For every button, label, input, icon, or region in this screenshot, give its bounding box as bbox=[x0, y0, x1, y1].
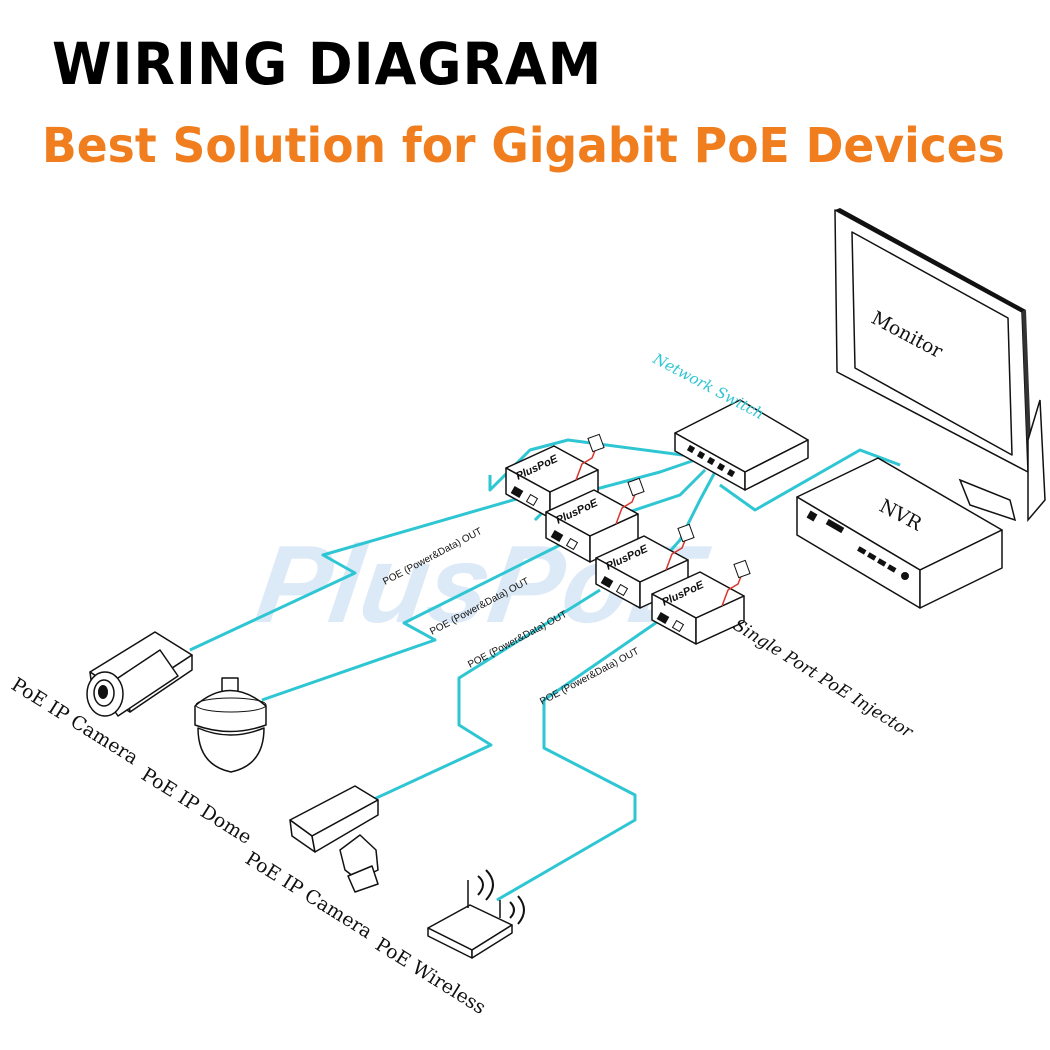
nvr-icon: NVR bbox=[796, 457, 1003, 609]
diagram-title: WIRING DIAGRAM bbox=[52, 30, 603, 98]
poe-injector-4: PlusPoE bbox=[651, 559, 751, 645]
cable-injector1-camera bbox=[189, 496, 521, 652]
wireless-router-icon bbox=[427, 869, 525, 959]
bullet-camera-icon bbox=[86, 631, 193, 717]
cable-injector4-wireless bbox=[496, 618, 661, 902]
diagram-subtitle: Best Solution for Gigabit PoE Devices bbox=[42, 118, 1005, 174]
poe-out-label-4: POE (Power&Data) OUT bbox=[538, 646, 641, 708]
poe-injector-2: PlusPoE bbox=[545, 477, 645, 563]
monitor-icon: Monitor bbox=[834, 208, 1046, 523]
cable-injector2-dome bbox=[261, 543, 561, 702]
dome-camera-icon bbox=[194, 677, 267, 773]
network-switch-label: Network Switch bbox=[649, 349, 767, 423]
cable-injector3-boxcamera bbox=[371, 588, 601, 802]
injector-caption: Single Port PoE Injector bbox=[729, 615, 916, 742]
cable-switch-nvr bbox=[719, 448, 901, 512]
device-label-2: PoE IP Dome bbox=[137, 764, 255, 849]
network-cables bbox=[189, 438, 901, 902]
box-camera-icon bbox=[289, 785, 379, 893]
